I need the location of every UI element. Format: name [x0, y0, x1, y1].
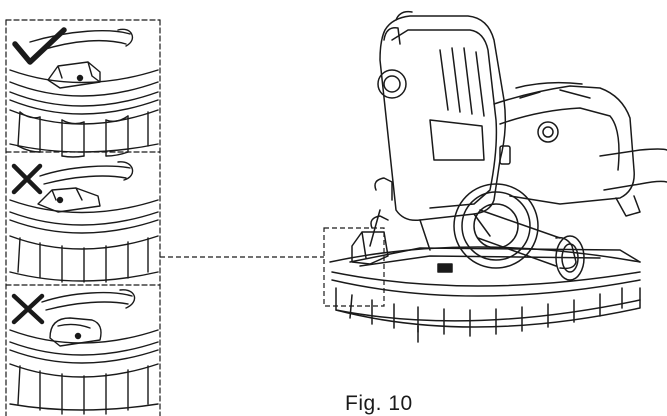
dust-hose: [39, 161, 134, 185]
dust-hose: [41, 289, 136, 311]
clip-screw: [74, 332, 82, 340]
handle-knob: [537, 121, 559, 143]
sanding-head: [329, 246, 641, 343]
inset-dashed-frame: [5, 19, 161, 416]
speed-dial-knob: [377, 69, 407, 99]
clip-screw: [76, 74, 84, 82]
power-switch: [499, 145, 511, 165]
knurled-collar: [9, 235, 159, 282]
leader-line: [160, 227, 385, 307]
drywall-sander-drawing: [329, 10, 667, 343]
locking-clip: [351, 231, 389, 265]
inset-panel-incorrect-2: [9, 289, 159, 415]
dust-hose: [29, 28, 134, 51]
housing-rim: [9, 69, 159, 115]
cross-icon: [11, 293, 45, 325]
front-handle: [453, 183, 585, 281]
housing-rim: [9, 329, 159, 364]
knurled-collar: [9, 363, 159, 411]
check-icon: [12, 27, 67, 65]
housing-rim: [9, 199, 159, 234]
figure-caption: Fig. 10: [345, 392, 413, 415]
clip-screw: [56, 196, 64, 204]
cross-icon: [11, 163, 43, 195]
locking-clip: [37, 187, 101, 213]
locking-clip: [47, 61, 101, 89]
locking-clip: [49, 317, 102, 347]
inset-panel-correct: [9, 27, 159, 158]
motor-tower: [351, 10, 507, 265]
handle-body: [493, 81, 667, 217]
inset-panel-group: [5, 19, 161, 416]
inset-panel-incorrect-1: [9, 161, 159, 283]
